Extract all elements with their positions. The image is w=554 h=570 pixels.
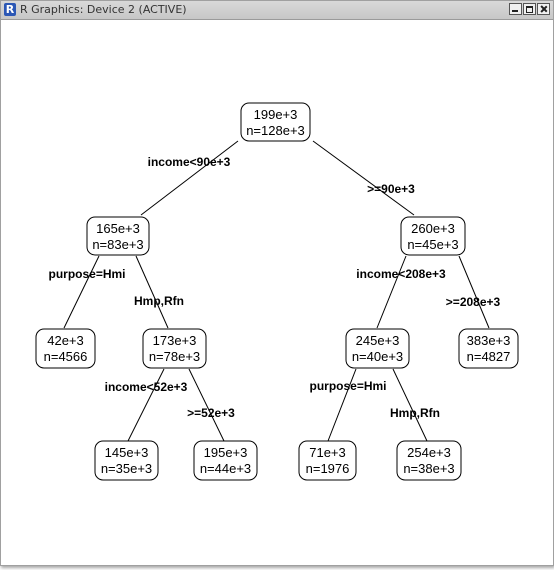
regression-tree-svg: income<90e+3 >=90e+3 purpose=Hmi Hmp,Rfn… — [35, 102, 519, 481]
node-value: 245e+3 — [356, 333, 400, 348]
node-value: 165e+3 — [96, 221, 140, 236]
edge-n6-n12 — [327, 368, 357, 442]
node-count: n=38e+3 — [403, 461, 454, 476]
node-count: n=4566 — [44, 349, 88, 364]
tree-node-n4: 42e+3 n=4566 — [35, 328, 96, 369]
node-count: n=1976 — [306, 461, 350, 476]
edge-n2-n5 — [135, 255, 169, 329]
tree-node-n5: 173e+3 n=78e+3 — [142, 328, 207, 369]
node-value: 145e+3 — [105, 445, 149, 460]
split-label-n3-right: >=208e+3 — [446, 295, 501, 309]
split-labels: income<90e+3 >=90e+3 purpose=Hmi Hmp,Rfn… — [48, 155, 500, 420]
r-app-icon: R — [4, 3, 16, 16]
node-value: 383e+3 — [467, 333, 511, 348]
node-value: 199e+3 — [254, 107, 298, 122]
node-count: n=35e+3 — [101, 461, 152, 476]
node-count: n=40e+3 — [352, 349, 403, 364]
edge-root-n3 — [312, 140, 415, 216]
node-value: 195e+3 — [204, 445, 248, 460]
node-count: n=44e+3 — [200, 461, 251, 476]
window-title: R Graphics: Device 2 (ACTIVE) — [20, 3, 187, 16]
node-count: n=4827 — [467, 349, 511, 364]
edge-n3-n7 — [458, 255, 490, 329]
node-value: 71e+3 — [309, 445, 346, 460]
split-label-n2-right: Hmp,Rfn — [134, 294, 184, 308]
plot-canvas: income<90e+3 >=90e+3 purpose=Hmi Hmp,Rfn… — [1, 20, 553, 565]
tree-edges — [63, 140, 490, 442]
split-label-n2-left: purpose=Hmi — [48, 267, 125, 281]
edge-n5-n10 — [127, 368, 165, 442]
node-count: n=45e+3 — [407, 237, 458, 252]
edge-n6-n13 — [392, 368, 428, 442]
split-label-root-left: income<90e+3 — [148, 155, 231, 169]
maximize-button[interactable] — [523, 3, 536, 15]
split-label-n6-left: purpose=Hmi — [309, 379, 386, 393]
tree-node-n11: 195e+3 n=44e+3 — [193, 440, 258, 481]
edge-n5-n11 — [188, 368, 225, 442]
title-bar[interactable]: R R Graphics: Device 2 (ACTIVE) — [1, 1, 553, 20]
node-count: n=83e+3 — [92, 237, 143, 252]
node-value: 260e+3 — [411, 221, 455, 236]
tree-node-root: 199e+3 n=128e+3 — [240, 102, 311, 142]
node-value: 42e+3 — [47, 333, 84, 348]
split-label-n6-right: Hmp,Rfn — [390, 406, 440, 420]
tree-node-n7: 383e+3 n=4827 — [458, 328, 519, 369]
split-label-n3-left: income<208e+3 — [356, 267, 446, 281]
tree-node-n2: 165e+3 n=83e+3 — [86, 216, 150, 256]
split-label-n5-right: >=52e+3 — [187, 406, 235, 420]
split-label-n5-left: income<52e+3 — [105, 380, 188, 394]
tree-node-n12: 71e+3 n=1976 — [298, 440, 357, 481]
node-count: n=78e+3 — [149, 349, 200, 364]
node-value: 254e+3 — [407, 445, 451, 460]
edge-n2-n4 — [63, 255, 100, 329]
split-label-root-right: >=90e+3 — [367, 182, 415, 196]
tree-node-n13: 254e+3 n=38e+3 — [396, 440, 462, 481]
edge-root-n2 — [140, 140, 239, 216]
node-count: n=128e+3 — [246, 123, 305, 138]
node-value: 173e+3 — [153, 333, 197, 348]
tree-node-n6: 245e+3 n=40e+3 — [345, 328, 410, 369]
tree-node-n10: 145e+3 n=35e+3 — [94, 440, 159, 481]
minimize-button[interactable] — [509, 3, 522, 15]
close-button[interactable] — [537, 3, 550, 15]
edge-n3-n6 — [376, 255, 407, 329]
tree-node-n3: 260e+3 n=45e+3 — [400, 216, 466, 256]
